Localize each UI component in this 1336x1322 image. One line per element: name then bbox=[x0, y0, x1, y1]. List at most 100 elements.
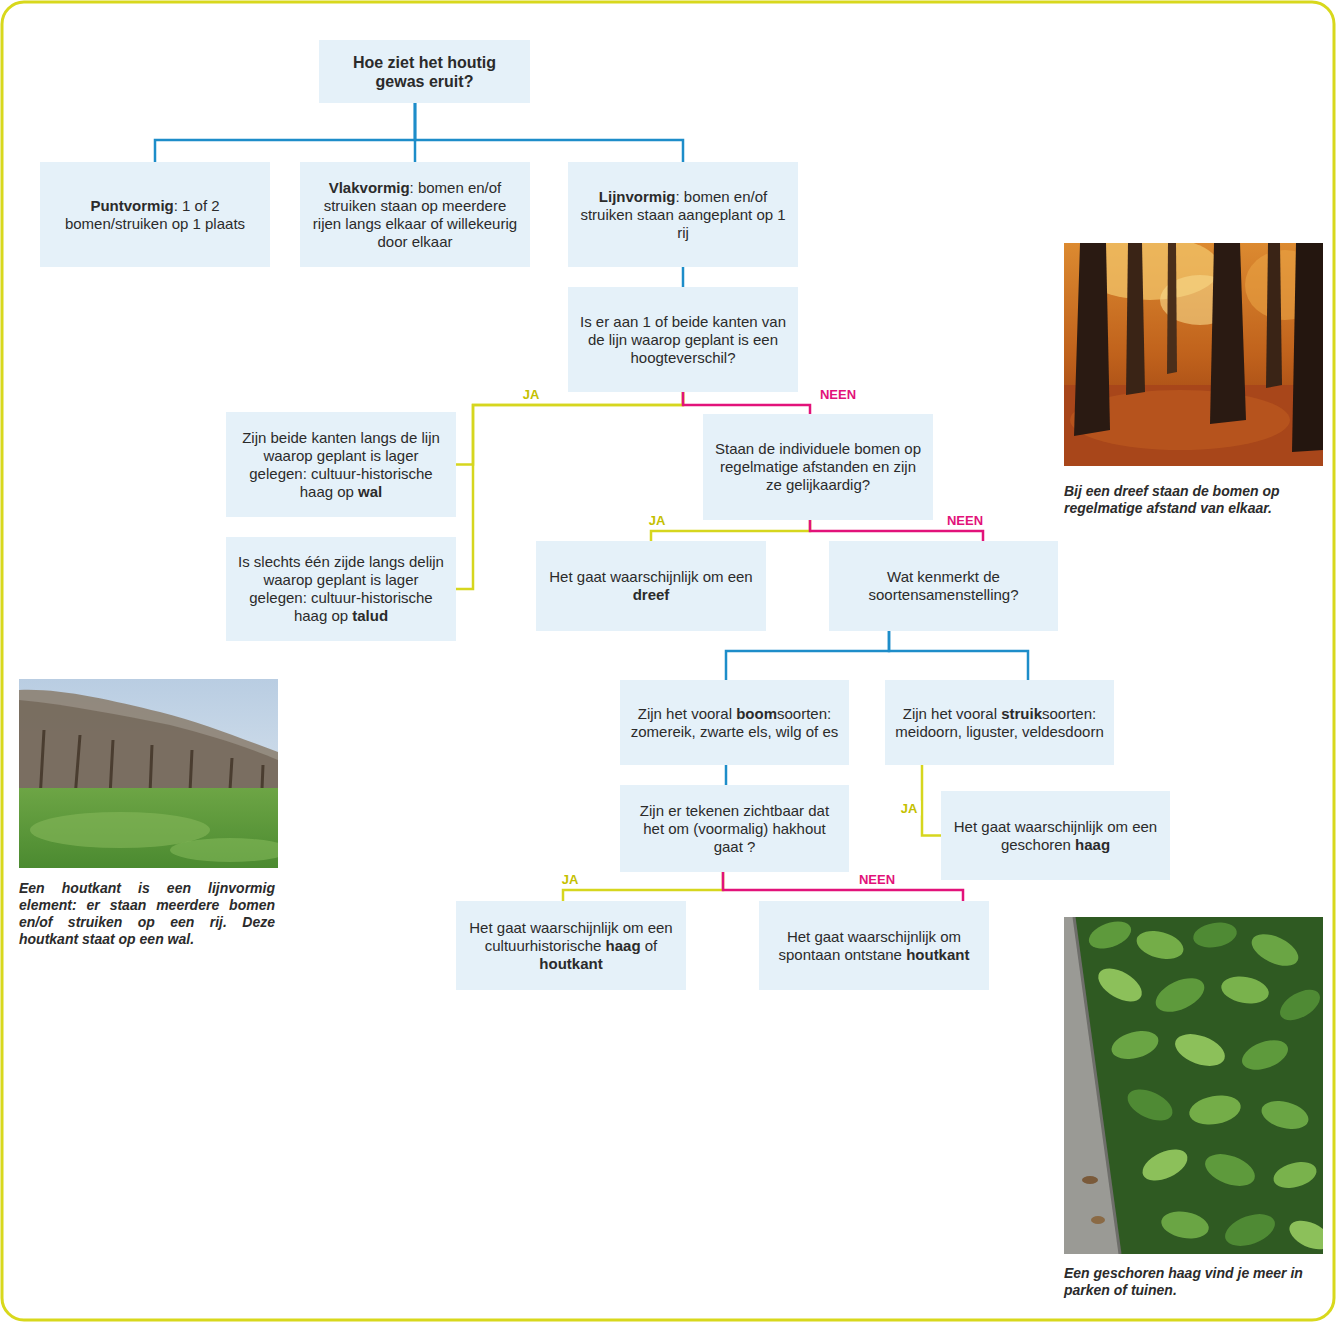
text-run: haag bbox=[606, 937, 641, 954]
text-run: haag bbox=[1075, 836, 1110, 853]
connector bbox=[682, 267, 685, 287]
text-run: Zijn het vooral bbox=[903, 705, 1001, 722]
flow-box: Het gaat waarschijnlijk om een dreef bbox=[536, 541, 766, 631]
forest-photo-part bbox=[1074, 243, 1110, 436]
hedge-photo-part bbox=[1191, 919, 1238, 950]
hedgerow-photo-part bbox=[19, 690, 278, 800]
connector bbox=[563, 872, 723, 901]
forest-photo-part bbox=[1167, 243, 1177, 374]
flow-box: Lijnvormig: bomen en/of struiken staan a… bbox=[568, 162, 798, 267]
connector bbox=[415, 103, 683, 162]
connector-label: NEEN bbox=[856, 872, 898, 887]
box-text: Wat kenmerkt de soortensamenstelling? bbox=[839, 568, 1048, 604]
flow-box: Het gaat waarschijnlijk om spontaan onts… bbox=[759, 901, 989, 990]
flow-box: Het gaat waarschijnlijk om een cultuurhi… bbox=[456, 901, 686, 990]
hedge-photo-part bbox=[1151, 971, 1210, 1018]
box-text: Zijn het vooral boomsoorten: zomereik, z… bbox=[630, 705, 839, 741]
connector bbox=[155, 103, 415, 162]
text-run: Vlakvormig bbox=[329, 179, 410, 196]
text-run: houtkant bbox=[906, 946, 969, 963]
box-text: Puntvormig: 1 of 2 bomen/struiken op 1 p… bbox=[50, 197, 260, 233]
hedgerow-photo-part bbox=[19, 700, 278, 798]
hedge-photo-part bbox=[1091, 1216, 1105, 1224]
photo-caption: Een houtkant is een lijnvormig element: … bbox=[19, 880, 275, 948]
connector bbox=[726, 631, 889, 680]
photo-caption: Bij een dreef staan de bomen op regelmat… bbox=[1064, 483, 1324, 517]
text-run: struik bbox=[1001, 705, 1042, 722]
box-text: Zijn beide kanten langs de lijn waarop g… bbox=[236, 429, 446, 501]
text-run: of bbox=[641, 937, 658, 954]
hedge-photo-part bbox=[1221, 1208, 1279, 1252]
box-text: Het gaat waarschijnlijk om een cultuurhi… bbox=[466, 919, 676, 973]
hedgerow-photo-part bbox=[170, 838, 278, 862]
text-run: talud bbox=[352, 607, 388, 624]
text-run: Wat kenmerkt de soortensamenstelling? bbox=[868, 568, 1018, 603]
connector bbox=[683, 392, 810, 414]
forest-photo-part bbox=[1292, 243, 1323, 452]
text-run: Het gaat waarschijnlijk om een bbox=[549, 568, 752, 585]
flow-box: Zijn het vooral struiksoorten: meidoorn,… bbox=[885, 680, 1114, 765]
text-run: boom bbox=[736, 705, 777, 722]
connector-label: NEEN bbox=[944, 513, 986, 528]
hedge-photo-part bbox=[1247, 928, 1303, 973]
hedge-photo-part bbox=[1159, 1208, 1211, 1242]
hedgerow-photo bbox=[19, 679, 278, 868]
connector-label: JA bbox=[898, 801, 921, 816]
hedge-photo-part bbox=[1271, 1158, 1320, 1193]
flow-box: Zijn het vooral boomsoorten: zomereik, z… bbox=[620, 680, 849, 765]
text-run: Is er aan 1 of beide kanten van de lijn … bbox=[580, 313, 786, 366]
forest-photo-part bbox=[1126, 243, 1145, 395]
text-run: Lijnvormig bbox=[599, 188, 676, 205]
text-run: Het gaat waarschijnlijk om een geschoren bbox=[954, 818, 1157, 853]
hedge-photo-part bbox=[1201, 1148, 1259, 1192]
hedge-photo-part bbox=[1108, 1026, 1161, 1064]
box-text: Het gaat waarschijnlijk om een dreef bbox=[546, 568, 756, 604]
connector bbox=[725, 765, 728, 785]
flow-box: Zijn er tekenen zichtbaar dat het om (vo… bbox=[620, 785, 849, 872]
text-run: Hoe ziet het houtig gewas eruit? bbox=[353, 54, 496, 90]
box-text: Vlakvormig: bomen en/of struiken staan o… bbox=[310, 179, 520, 251]
hedge-photo-part bbox=[1082, 1176, 1098, 1184]
connector bbox=[922, 765, 941, 836]
hedge-photo-part bbox=[1064, 917, 1120, 1254]
hedge-photo-part bbox=[1187, 1092, 1243, 1129]
hedge-photo bbox=[1064, 917, 1323, 1254]
hedge-photo-part bbox=[1064, 917, 1323, 1254]
flow-box: Hoe ziet het houtig gewas eruit? bbox=[319, 40, 530, 103]
hedge-photo-part bbox=[1171, 1028, 1229, 1072]
text-run: houtkant bbox=[539, 955, 602, 972]
hedge-photo-part bbox=[1093, 962, 1148, 1009]
flow-box: Vlakvormig: bomen en/of struiken staan o… bbox=[300, 162, 530, 267]
connector bbox=[651, 520, 810, 541]
box-text: Zijn er tekenen zichtbaar dat het om (vo… bbox=[630, 802, 839, 856]
hedge-photo-part bbox=[1238, 1035, 1292, 1076]
flow-box: Is er aan 1 of beide kanten van de lijn … bbox=[568, 287, 798, 392]
text-run: Zijn het vooral bbox=[638, 705, 736, 722]
box-text: Is er aan 1 of beide kanten van de lijn … bbox=[578, 313, 788, 367]
connector bbox=[456, 392, 683, 465]
connector bbox=[889, 631, 1028, 680]
hedge-photo-part bbox=[1258, 1096, 1311, 1134]
text-run: dreef bbox=[633, 586, 670, 603]
text-run: Staan de individuele bomen op regelmatig… bbox=[715, 440, 921, 493]
flow-box: Is slechts één zijde langs delijn waarop… bbox=[226, 537, 456, 641]
text-run: Puntvormig bbox=[90, 197, 173, 214]
forest-photo-part bbox=[1266, 243, 1282, 388]
connector-label: NEEN bbox=[817, 387, 859, 402]
flow-box: Puntvormig: 1 of 2 bomen/struiken op 1 p… bbox=[40, 162, 270, 267]
box-text: Lijnvormig: bomen en/of struiken staan a… bbox=[578, 188, 788, 242]
box-text: Staan de individuele bomen op regelmatig… bbox=[713, 440, 923, 494]
box-text: Het gaat waarschijnlijk om spontaan onts… bbox=[769, 928, 979, 964]
flow-box: Staan de individuele bomen op regelmatig… bbox=[703, 414, 933, 520]
text-run: Is slechts één zijde langs delijn waarop… bbox=[238, 553, 444, 624]
connector bbox=[723, 872, 963, 901]
flow-box: Zijn beide kanten langs de lijn waarop g… bbox=[226, 412, 456, 517]
connector-label: JA bbox=[646, 513, 669, 528]
box-text: Is slechts één zijde langs delijn waarop… bbox=[236, 553, 446, 625]
box-text: Hoe ziet het houtig gewas eruit? bbox=[329, 53, 520, 91]
text-run: Zijn er tekenen zichtbaar dat het om (vo… bbox=[640, 802, 829, 855]
hedge-photo-part bbox=[1275, 984, 1323, 1027]
